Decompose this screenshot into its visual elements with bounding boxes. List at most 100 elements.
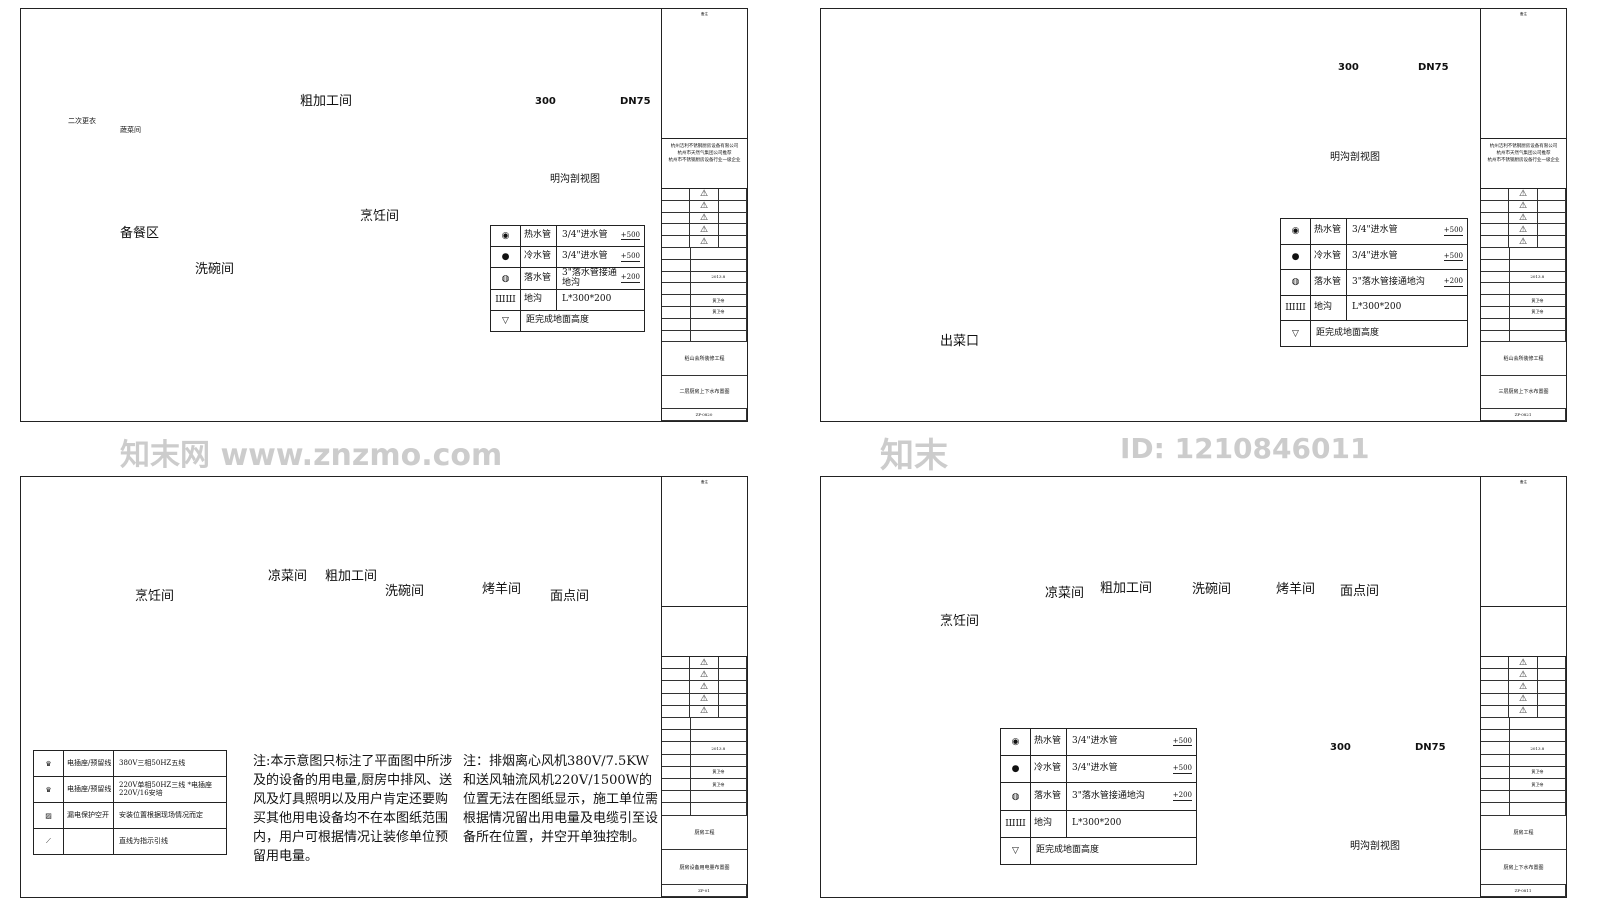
title-row: 黄卫帝: [1481, 766, 1566, 780]
title-row: [1481, 283, 1566, 296]
cell: [719, 212, 747, 224]
cell: [1538, 189, 1566, 200]
revision-row: ⚠: [1481, 224, 1566, 237]
value-cell: [1510, 283, 1566, 295]
legend-spec-cell: 3/4"进水管+500: [557, 247, 644, 267]
cell: [1538, 212, 1566, 224]
room-label: 备餐区: [120, 226, 160, 241]
title-row: [1481, 330, 1566, 343]
warning-triangle-icon: ⚠: [690, 189, 719, 200]
legend-spec-cell: 3/4"进水管+500: [1067, 729, 1196, 755]
project-name: 厨房工程: [1481, 816, 1566, 851]
label-cell: [662, 779, 691, 791]
cell: [1538, 693, 1566, 705]
company-line: 杭州市不锈钢厨房设备行业一级企业: [668, 158, 741, 163]
warning-triangle-icon: ⚠: [1509, 693, 1538, 705]
legend-spec: 3/4"进水管: [1072, 736, 1118, 747]
drawing-name: 厨房上下水布置图: [1481, 850, 1566, 885]
title-row: 黄卫帝: [662, 779, 747, 792]
warning-triangle-icon: ⚠: [1509, 224, 1538, 236]
title-row: [662, 330, 747, 343]
cell: [1481, 657, 1510, 669]
label-cell: [1481, 791, 1510, 803]
legend-spec: L*300*200: [1072, 817, 1122, 828]
cell: [719, 681, 747, 693]
revision-row: ⚠: [662, 657, 747, 670]
value-cell: 黄卫帝: [691, 766, 747, 779]
room-label: 烹饪间: [135, 589, 175, 604]
company-line: 杭州洁利不锈钢厨房设备有限公司: [1489, 144, 1558, 149]
label-cell: [662, 803, 691, 815]
legend-spec: 3"落水管接通地沟: [1072, 790, 1145, 801]
label-cell: [662, 730, 691, 742]
title-row: 2013.8: [1481, 742, 1566, 755]
label-cell: [662, 259, 691, 271]
value-cell: 黄卫帝: [691, 295, 747, 306]
title-row: 黄卫帝: [1481, 295, 1566, 307]
legend-spec: 220V单相50HZ三线 *电插座220V/16安培: [119, 780, 213, 797]
title-row: 黄卫帝: [1481, 779, 1566, 792]
drawing-number: ZP-0821: [1481, 409, 1566, 420]
legend-spec: 3/4"进水管: [562, 251, 608, 262]
project-name: 厨房工程: [662, 816, 747, 851]
cell: [662, 189, 691, 200]
cell: [1481, 681, 1510, 693]
title-block-notes: 备注: [662, 9, 747, 139]
label-cell: [662, 330, 691, 342]
company-line: 杭州市不锈钢厨房设备行业一级企业: [1487, 158, 1560, 163]
legend-spec: 3"落水管接通地沟: [1352, 276, 1425, 287]
value-cell: [691, 247, 747, 259]
title-row: [662, 247, 747, 260]
value-cell: 黄卫帝: [1510, 306, 1566, 318]
company-line: 杭州市天然气集团公司推荐: [677, 151, 732, 156]
cell: [1481, 224, 1510, 236]
section-caption: 明沟剖视图: [550, 174, 600, 185]
revision-row: ⚠: [662, 189, 747, 201]
company-line: 杭州市天然气集团公司推荐: [1496, 151, 1551, 156]
revision-row: ⚠: [662, 236, 747, 248]
value-cell: [691, 730, 747, 742]
legend-spec: 3/4"进水管: [562, 230, 608, 241]
legend-name: 地沟: [1311, 295, 1347, 321]
title-block: 备注杭州洁利不锈钢厨房设备有限公司杭州市天然气集团公司推荐杭州市不锈钢厨房设备行…: [1480, 9, 1566, 421]
revision-row: ⚠: [1481, 236, 1566, 248]
value-cell: [691, 791, 747, 803]
legend-spec: 安装位置根据现场情况而定: [119, 810, 203, 819]
title-row: [1481, 754, 1566, 767]
legend-spec: 380V三相50HZ五线: [119, 758, 186, 767]
title-block-notes: 备注: [662, 477, 747, 607]
revision-row: ⚠: [662, 200, 747, 213]
warning-triangle-icon: ⚠: [690, 657, 719, 669]
drawing-sheet: 备注杭州洁利不锈钢厨房设备有限公司杭州市天然气集团公司推荐杭州市不锈钢厨房设备行…: [20, 8, 748, 422]
warning-triangle-icon: ⚠: [690, 224, 719, 236]
drawing-number-row: ZP-0811: [1481, 884, 1566, 898]
project-name: 稻山会所装修工程: [1481, 342, 1566, 376]
cell: [662, 200, 691, 212]
cell: [662, 657, 691, 669]
value-cell: [1510, 730, 1566, 742]
warning-triangle-icon: ⚠: [690, 200, 719, 212]
label-cell: [1481, 306, 1510, 318]
drawing-number: ZP-0820: [662, 409, 747, 420]
legend-name: 落水管: [1031, 783, 1067, 810]
warning-triangle-icon: ⚠: [1509, 189, 1538, 200]
value-cell: 黄卫帝: [1510, 766, 1566, 779]
title-row: 黄卫帝: [662, 306, 747, 319]
cold-water-pipe-icon: ●: [1001, 756, 1031, 783]
room-label: 粗加工间: [325, 569, 378, 584]
notes-title: 备注: [701, 12, 708, 16]
label-cell: [1481, 283, 1510, 295]
label-cell: [1481, 295, 1510, 306]
label-cell: [662, 283, 691, 295]
warning-triangle-icon: ⚠: [690, 705, 719, 718]
notes-title: 备注: [1520, 480, 1527, 484]
room-label: 洗碗间: [195, 262, 235, 277]
